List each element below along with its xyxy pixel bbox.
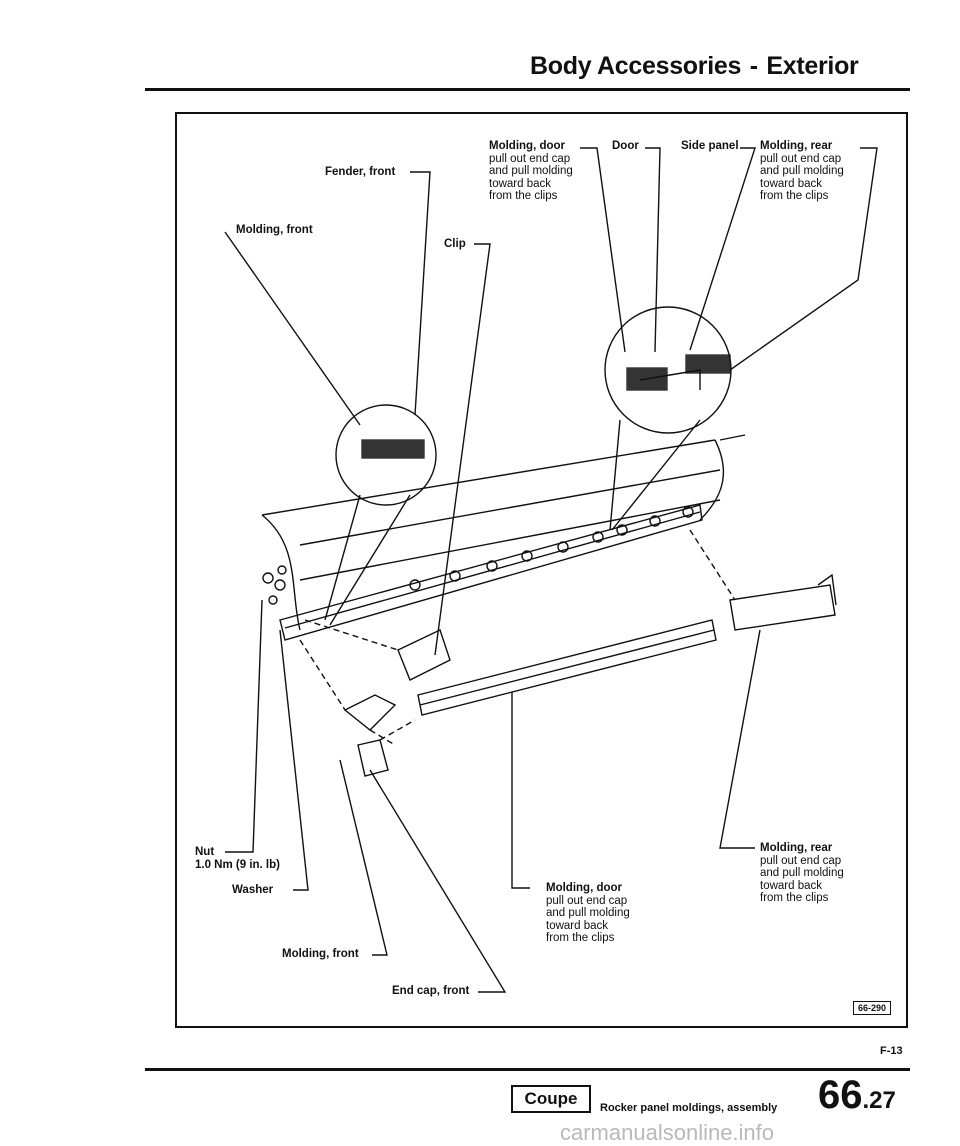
watermark: carmanualsonline.info [560, 1120, 775, 1145]
label-molding-front-top: Molding, front [236, 224, 313, 236]
label-fender-front: Fender, front [325, 166, 396, 178]
header-separator: - [749, 52, 758, 80]
page-number-minor: 27 [869, 1087, 896, 1114]
figure-frame [175, 112, 908, 1028]
label-side-panel: Side panel [681, 140, 739, 152]
page-number: 66.27 [818, 1073, 896, 1117]
model-badge: Coupe [511, 1085, 591, 1113]
label-nut: Nut 1.0 Nm (9 in. lb) [195, 846, 280, 871]
header-title-left: Body Accessories [530, 52, 742, 80]
label-clip: Clip [444, 238, 466, 250]
label-molding-door-bottom: Molding, door pull out end cap and pull … [546, 882, 630, 944]
page-header: Body Accessories - Exterior [530, 52, 859, 81]
header-rule [145, 88, 910, 91]
footer-rule [145, 1068, 910, 1071]
label-end-cap-front: End cap, front [392, 985, 470, 997]
header-title-right: Exterior [766, 52, 859, 80]
page-number-major: 66 [818, 1073, 863, 1117]
label-molding-rear-bottom: Molding, rear pull out end cap and pull … [760, 842, 844, 904]
label-door: Door [612, 140, 639, 152]
page-reference: F-13 [880, 1045, 903, 1057]
section-title: Rocker panel moldings, assembly [600, 1102, 778, 1114]
label-molding-door-top: Molding, door pull out end cap and pull … [489, 140, 573, 202]
label-molding-front-bottom: Molding, front [282, 948, 359, 960]
label-washer: Washer [232, 884, 274, 896]
figure-number: 66-290 [853, 1001, 892, 1015]
label-molding-rear-top: Molding, rear pull out end cap and pull … [760, 140, 844, 202]
